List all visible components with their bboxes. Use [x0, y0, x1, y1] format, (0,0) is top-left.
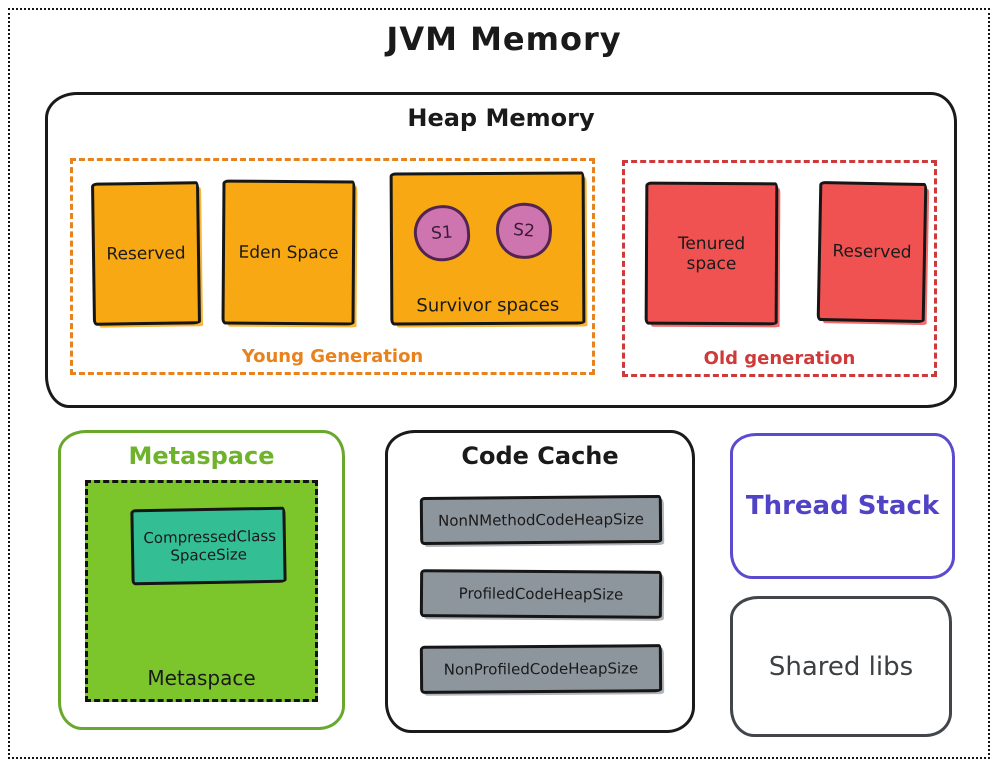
- survivor-spaces-label: Survivor spaces: [416, 294, 560, 317]
- diagram-dotted-border: [8, 8, 990, 759]
- metaspace-container: Metaspace CompressedClass SpaceSize Meta…: [58, 430, 345, 730]
- old-reserved-box: Reserved: [816, 180, 928, 324]
- code-heap-bar-nonnmethod-label: NonNMethodCodeHeapSize: [438, 510, 644, 530]
- metaspace-title: Metaspace: [128, 442, 275, 470]
- metaspace-region-label: Metaspace: [147, 666, 256, 690]
- shared-libs-label: Shared libs: [768, 651, 914, 682]
- old-generation-region: Tenured space Reserved Old generation: [622, 160, 937, 377]
- code-cache-container: Code Cache NonNMethodCodeHeapSize Profil…: [385, 430, 695, 733]
- page-title: JVM Memory: [386, 20, 622, 58]
- metaspace-region: CompressedClass SpaceSize Metaspace: [85, 480, 318, 702]
- survivor-s2-circle: S2: [493, 200, 555, 262]
- thread-stack-container: Thread Stack: [730, 433, 955, 579]
- heap-memory-container: Heap Memory Reserved Eden Space S1 S2 Su…: [45, 92, 957, 408]
- compressed-class-space-box: CompressedClass SpaceSize: [130, 506, 287, 586]
- tenured-space-box: Tenured space: [644, 181, 779, 326]
- eden-space-label: Eden Space: [238, 242, 339, 263]
- thread-stack-label: Thread Stack: [745, 491, 940, 521]
- tenured-space-label: Tenured space: [677, 233, 746, 274]
- old-generation-label: Old generation: [703, 348, 856, 369]
- young-reserved-label: Reserved: [106, 242, 186, 265]
- old-reserved-label: Reserved: [832, 241, 912, 263]
- young-generation-label: Young Generation: [241, 346, 424, 367]
- young-reserved-box: Reserved: [91, 181, 201, 326]
- code-heap-bar-profiled-label: ProfiledCodeHeapSize: [458, 584, 624, 604]
- shared-libs-container: Shared libs: [730, 596, 952, 737]
- survivor-s1-circle: S1: [411, 203, 472, 264]
- heap-memory-title: Heap Memory: [407, 104, 595, 132]
- young-generation-region: Reserved Eden Space S1 S2 Survivor space…: [70, 158, 595, 375]
- eden-space-box: Eden Space: [221, 179, 356, 326]
- code-heap-bar-profiled: ProfiledCodeHeapSize: [419, 569, 663, 619]
- code-heap-bar-nonprofiled-label: NonProfiledCodeHeapSize: [443, 659, 639, 679]
- code-heap-bar-nonprofiled: NonProfiledCodeHeapSize: [419, 644, 663, 694]
- survivor-spaces-box: S1 S2 Survivor spaces: [389, 171, 586, 326]
- code-cache-title: Code Cache: [461, 442, 619, 470]
- survivor-s2-label: S2: [512, 219, 536, 242]
- survivor-s1-label: S1: [430, 222, 454, 245]
- code-heap-bar-nonnmethod: NonNMethodCodeHeapSize: [419, 494, 663, 546]
- compressed-class-space-label: CompressedClass SpaceSize: [143, 526, 277, 565]
